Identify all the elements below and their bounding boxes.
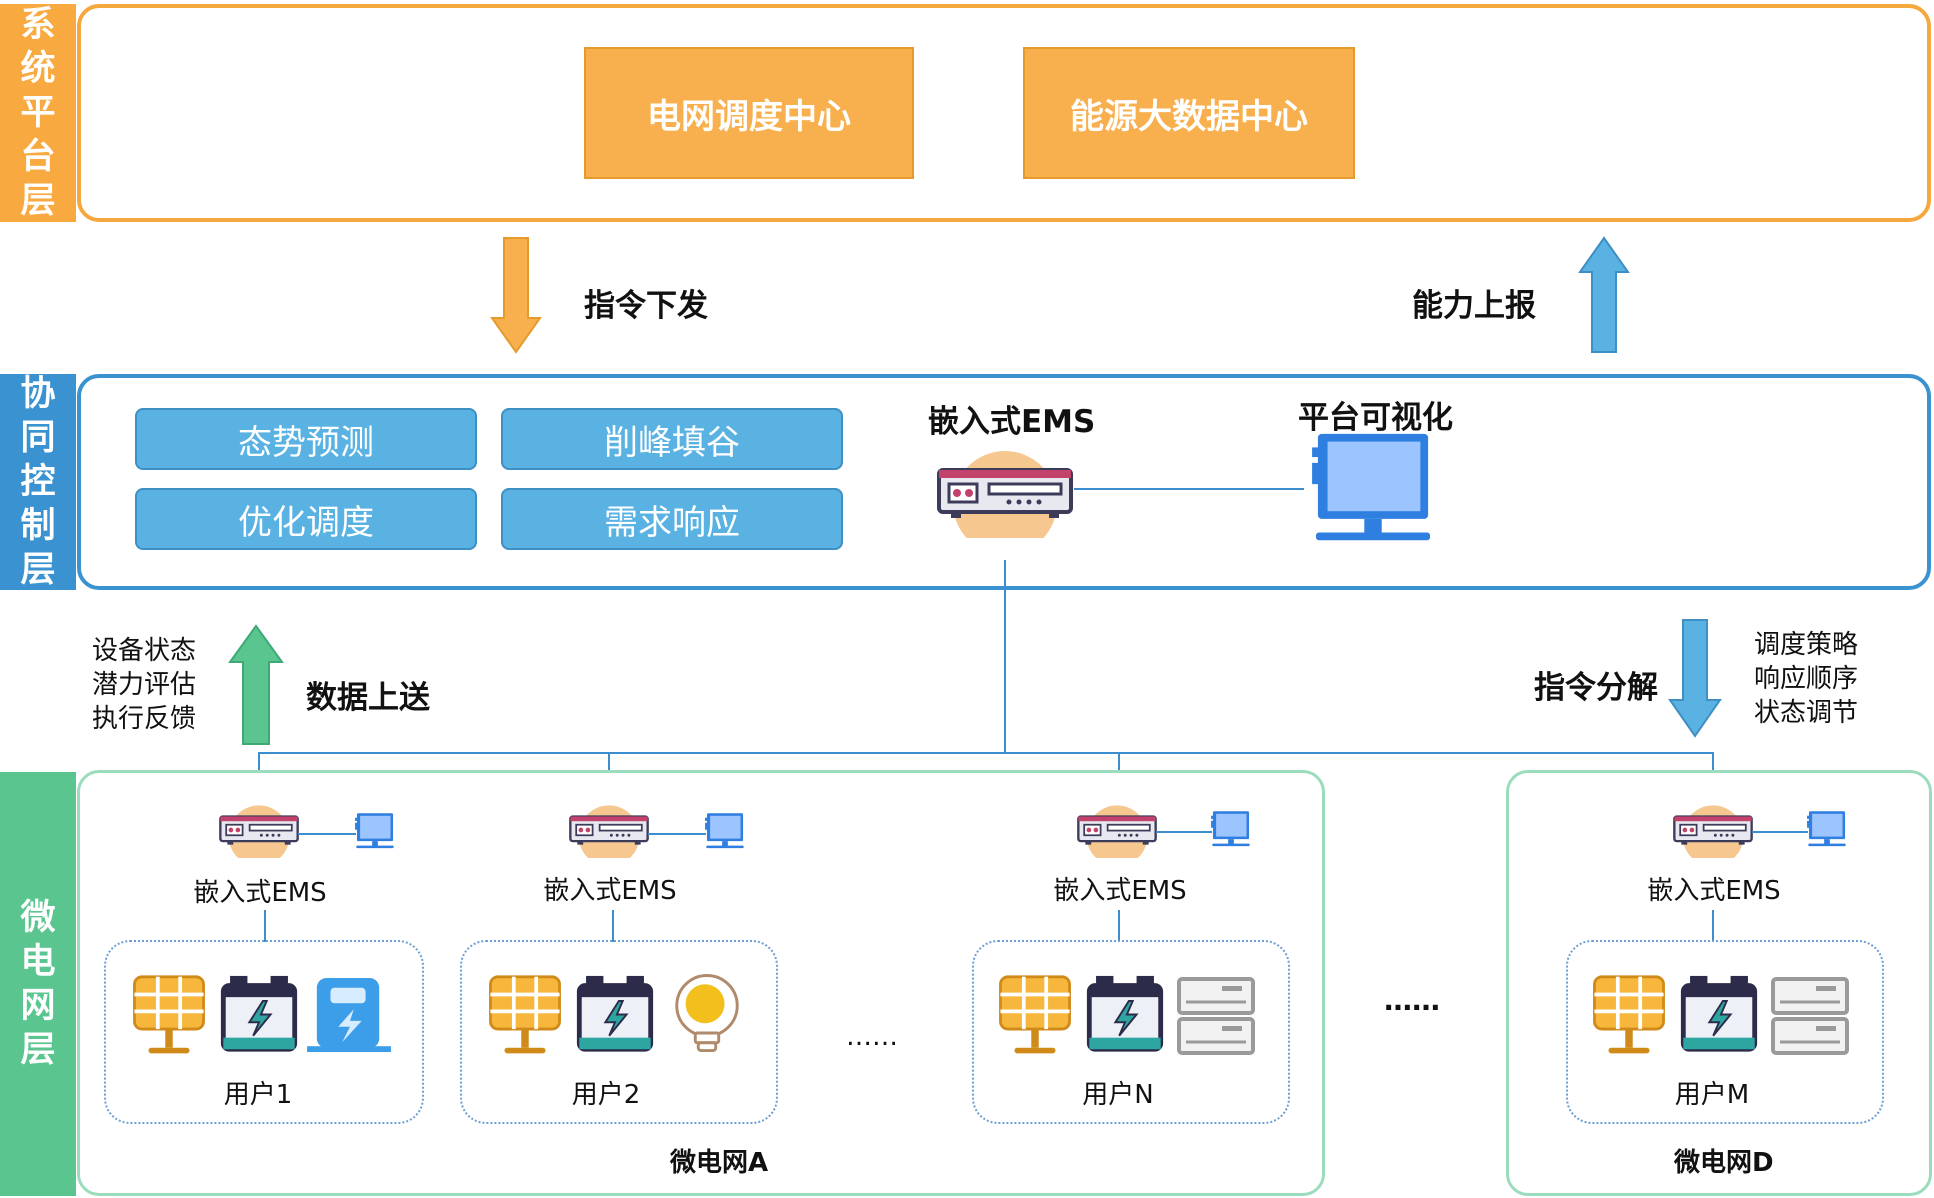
ems-monitor-link (298, 833, 356, 835)
data-up-arrow (228, 624, 284, 745)
ems-monitor-link (1156, 831, 1212, 833)
optimized-dispatch-button: 优化调度 (135, 488, 477, 550)
battery-icon (576, 974, 654, 1056)
user-1-box (104, 940, 424, 1124)
ems-to-user-line (1118, 910, 1120, 942)
command-down-label: 指令下发 (584, 288, 708, 324)
microgrid-bus-line (258, 752, 1714, 754)
monitor-icon (355, 813, 394, 849)
user-1-label: 用户1 (223, 1080, 293, 1110)
grid-dispatch-center-box: 电网调度中心 (584, 47, 914, 179)
command-down-arrow (490, 237, 542, 354)
control-trunk-line (1004, 560, 1006, 753)
platform-layer-label: 系统平台层 (0, 4, 76, 222)
charging-pile-icon (307, 977, 391, 1053)
ems-server-icon (1673, 804, 1753, 858)
solar-panel-icon (998, 974, 1072, 1056)
microgrid-d-label: 微电网D (1674, 1148, 1774, 1178)
solar-panel-icon (1592, 974, 1666, 1056)
data-up-item: 潜力评估 (92, 670, 197, 700)
platform-layer-frame (77, 4, 1931, 222)
peak-shaving-button: 削峰填谷 (501, 408, 843, 470)
storage-cabinet-icon (1771, 977, 1849, 1055)
user-n-box (972, 940, 1290, 1124)
command-decompose-label: 指令分解 (1534, 670, 1658, 706)
microgrid-a-label: 微电网A (670, 1148, 769, 1178)
situation-forecast-button: 态势预测 (135, 408, 477, 470)
ems-server-icon (1077, 804, 1157, 858)
solar-panel-icon (488, 974, 562, 1056)
ems-monitor-link (648, 833, 706, 835)
ems-server-icon (219, 804, 299, 858)
monitor-icon (705, 813, 744, 849)
battery-icon (1086, 974, 1164, 1056)
storage-cabinet-icon (1177, 977, 1255, 1055)
microgrid-layer-label: 微电网层 (0, 772, 76, 1196)
users-ellipsis: …… (846, 1022, 898, 1052)
solar-panel-icon (132, 974, 206, 1056)
decompose-items: 调度策略 响应顺序 状态调节 (1754, 628, 1858, 730)
ems-to-user-line (612, 910, 614, 942)
capability-up-arrow (1578, 236, 1630, 353)
ems-label: 嵌入式EMS (1647, 876, 1781, 906)
ems-server-icon (569, 804, 649, 858)
data-up-label: 数据上送 (306, 680, 430, 716)
ems-label: 嵌入式EMS (193, 878, 327, 908)
control-layer-label: 协同控制层 (0, 374, 76, 590)
data-up-item: 执行反馈 (92, 704, 197, 734)
ems-monitor-link (1752, 831, 1808, 833)
decompose-item: 响应顺序 (1754, 664, 1859, 694)
user-2-box (460, 940, 778, 1124)
user-2-label: 用户2 (571, 1080, 641, 1110)
user-m-label: 用户M (1674, 1080, 1750, 1110)
monitor-icon (1807, 811, 1846, 847)
user-n-label: 用户N (1082, 1080, 1154, 1110)
capability-up-label: 能力上报 (1412, 288, 1536, 324)
light-bulb-icon (675, 974, 739, 1053)
demand-response-button: 需求响应 (501, 488, 843, 550)
decompose-item: 状态调节 (1754, 698, 1859, 728)
control-ems-title: 嵌入式EMS (928, 404, 1096, 440)
platform-visualization-title: 平台可视化 (1298, 400, 1453, 436)
energy-big-data-center-box: 能源大数据中心 (1023, 47, 1355, 179)
ems-label: 嵌入式EMS (543, 876, 677, 906)
control-ems-server-icon (937, 449, 1073, 538)
decompose-item: 调度策略 (1754, 630, 1859, 660)
monitor-icon (1211, 811, 1250, 847)
battery-icon (1680, 974, 1758, 1056)
data-up-items: 设备状态 潜力评估 执行反馈 (92, 634, 196, 736)
ems-to-user-line (1712, 910, 1714, 942)
ems-label: 嵌入式EMS (1053, 876, 1187, 906)
grids-ellipsis: …… (1384, 984, 1440, 1017)
battery-icon (220, 974, 298, 1056)
data-up-item: 设备状态 (92, 636, 197, 666)
command-decompose-arrow (1668, 619, 1722, 738)
ems-to-monitor-line (1074, 488, 1304, 490)
user-m-box (1566, 940, 1884, 1124)
ems-to-user-line (264, 910, 266, 942)
visualization-monitor-icon (1312, 433, 1431, 541)
